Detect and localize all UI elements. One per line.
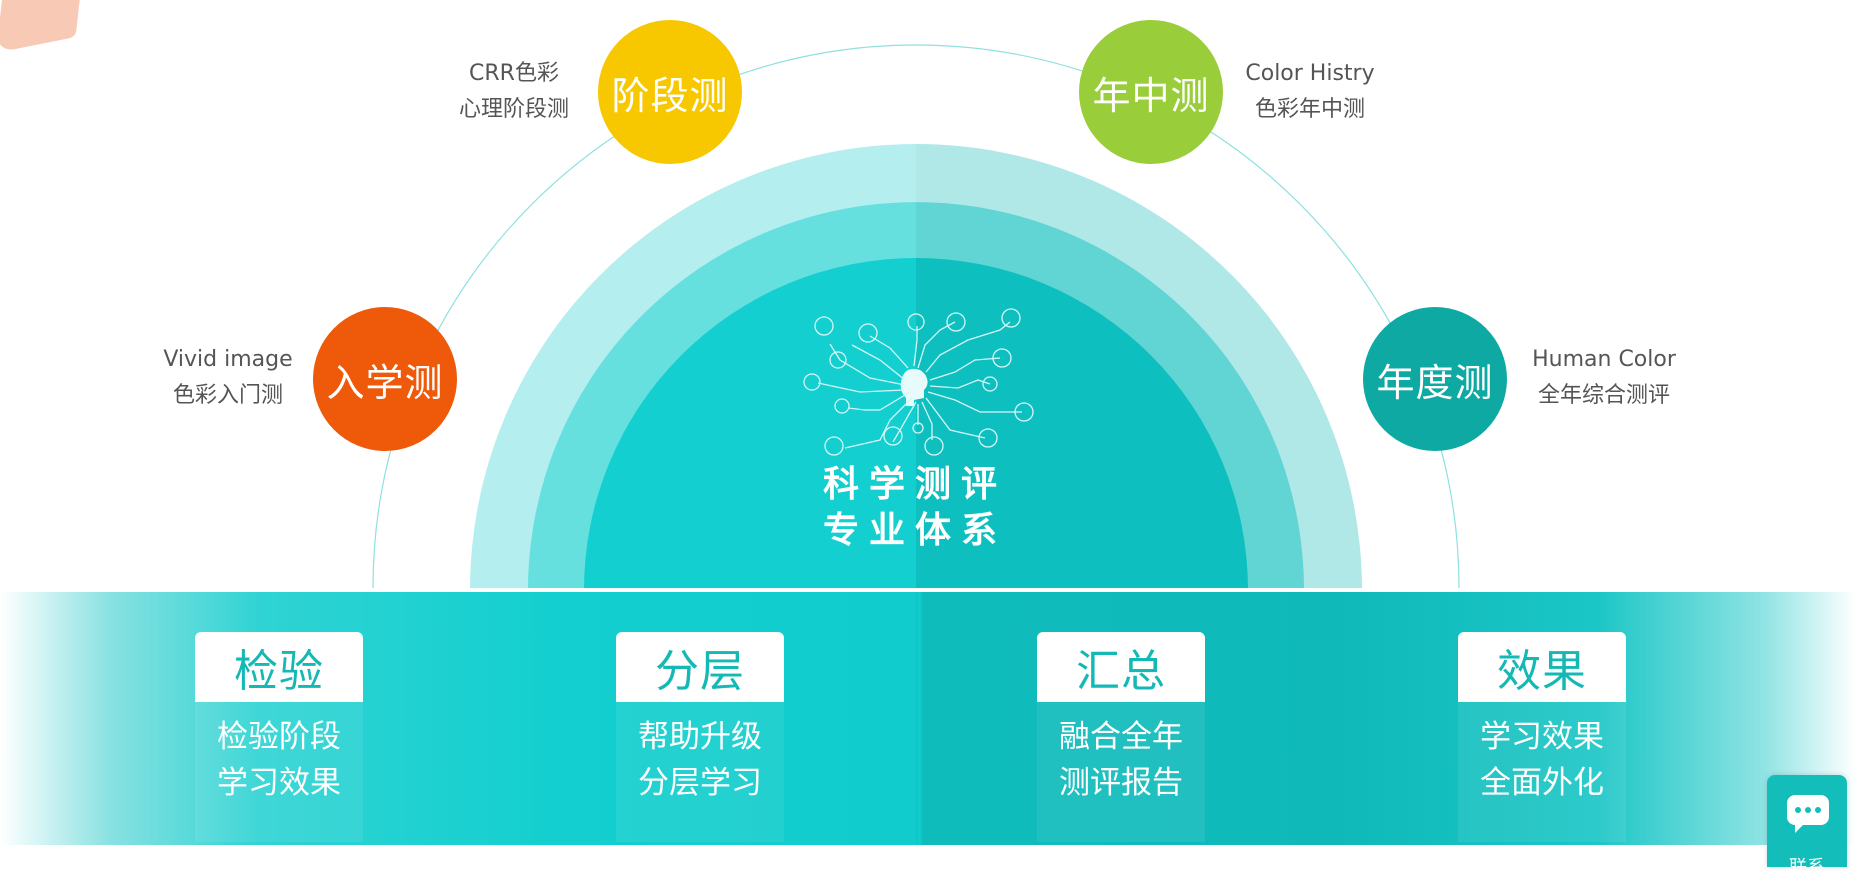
label-entry-en: Vivid image [163,347,293,372]
card-layer-body: 帮助升级 分层学习 [616,702,784,806]
badge-midyear-test[interactable]: 年中测 [1079,20,1223,164]
center-title-line1: 科学测评 [822,464,1007,505]
label-annual-en: Human Color [1532,347,1676,372]
card-summary-body: 融合全年 测评报告 [1037,702,1205,806]
label-entry: Vivid image 色彩入门测 [155,342,301,414]
card-effect-body: 学习效果 全面外化 [1458,702,1626,806]
card-effect-line2: 全面外化 [1480,765,1604,801]
card-effect: 效果 学习效果 全面外化 [1458,632,1626,842]
card-inspect: 检验 检验阶段 学习效果 [195,632,363,842]
card-layer: 分层 帮助升级 分层学习 [616,632,784,842]
card-layer-title: 分层 [616,632,784,702]
card-effect-title: 效果 [1458,632,1626,702]
band-divider [916,592,918,845]
label-stage: CRR色彩 心理阶段测 [446,56,582,128]
label-midyear-cn: 色彩年中测 [1254,97,1365,122]
brain-network-icon [803,308,1034,456]
label-annual: Human Color 全年综合测评 [1524,342,1684,414]
label-stage-cn: 心理阶段测 [458,97,569,122]
badge-annual-test[interactable]: 年度测 [1363,307,1507,451]
card-summary-line1: 融合全年 [1059,719,1183,755]
card-effect-line1: 学习效果 [1480,719,1604,755]
label-annual-cn: 全年综合测评 [1537,383,1670,408]
card-summary-line2: 测评报告 [1059,765,1183,801]
label-midyear-en: Color Histry [1245,61,1375,86]
contact-chat-button[interactable]: 联系 [1767,775,1847,878]
card-layer-line2: 分层学习 [638,765,762,801]
arc-inner-right [916,258,1248,590]
card-layer-line1: 帮助升级 [638,719,762,755]
badge-entry-test[interactable]: 入学测 [313,307,457,451]
card-summary: 汇总 融合全年 测评报告 [1037,632,1205,842]
card-inspect-title: 检验 [195,632,363,702]
label-stage-en: CRR色彩 [469,61,559,86]
arc-inner-left [584,258,916,590]
chat-label: 联系 [1789,857,1825,878]
card-summary-title: 汇总 [1037,632,1205,702]
card-inspect-body: 检验阶段 学习效果 [195,702,363,806]
badge-stage-test[interactable]: 阶段测 [598,20,742,164]
card-inspect-line2: 学习效果 [217,765,341,801]
label-midyear: Color Histry 色彩年中测 [1240,56,1380,128]
label-entry-cn: 色彩入门测 [172,383,283,408]
card-inspect-line1: 检验阶段 [217,719,341,755]
chat-bubble-icon [1787,795,1829,833]
center-title-line2: 专业体系 [822,510,1007,551]
